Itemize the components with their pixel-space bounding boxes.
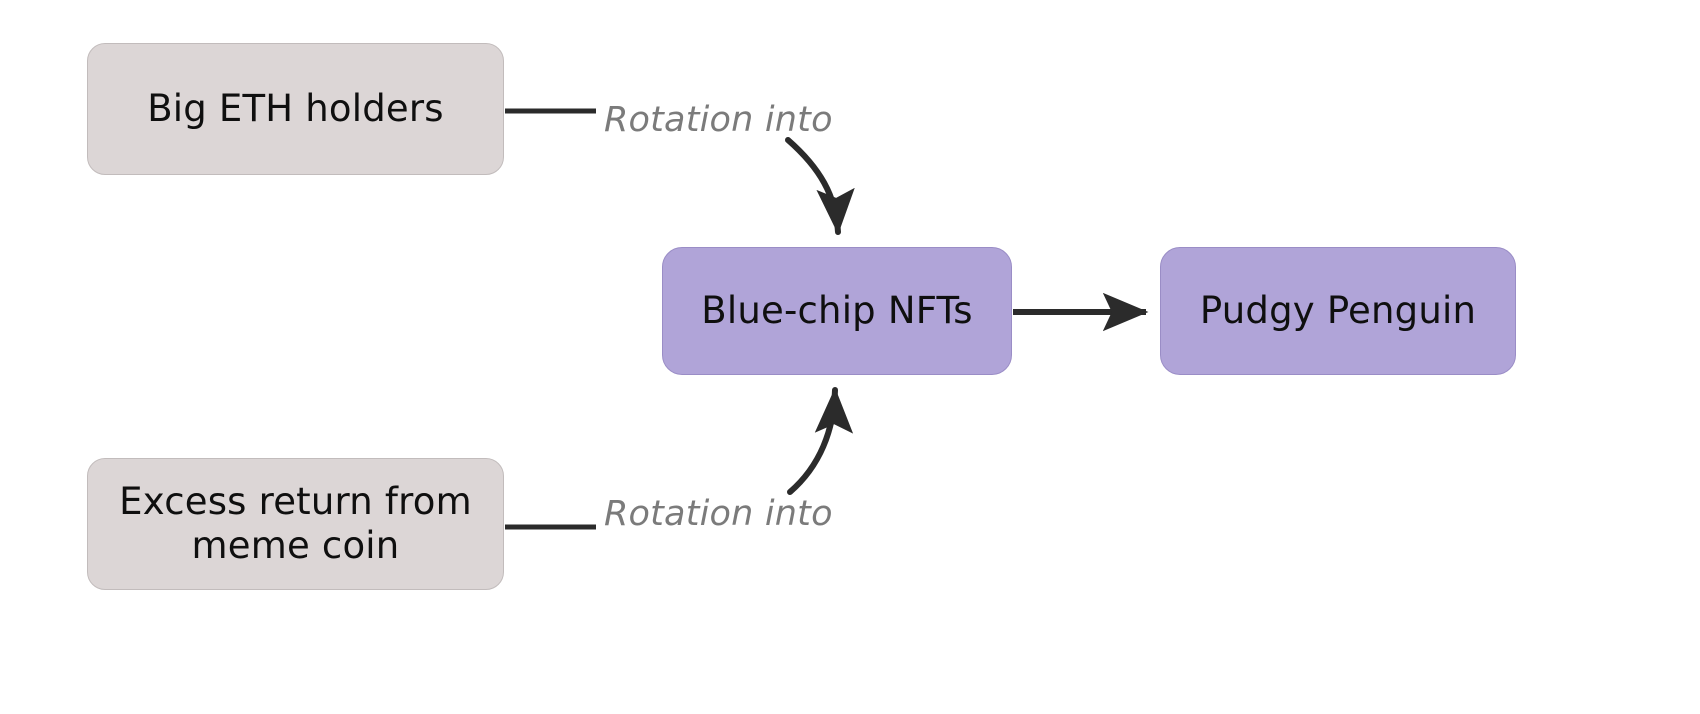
edge-eth-to-nfts-curve: [785, 137, 855, 235]
node-big-eth-holders[interactable]: Big ETH holders: [87, 43, 504, 175]
edge-meme-to-nfts-curve: [787, 387, 854, 495]
node-label-big-eth-holders: Big ETH holders: [147, 87, 444, 131]
edge-label-rotation-into-top: Rotation into: [604, 100, 833, 140]
node-excess-return-meme-coin[interactable]: Excess return from meme coin: [87, 458, 504, 590]
node-blue-chip-nfts[interactable]: Blue-chip NFTs: [662, 247, 1012, 375]
node-label-pudgy-penguin: Pudgy Penguin: [1199, 289, 1477, 333]
edge-label-rotation-into-bottom: Rotation into: [604, 494, 833, 534]
node-label-blue-chip-nfts: Blue-chip NFTs: [701, 289, 973, 333]
node-label-excess-return-meme-coin: Excess return from meme coin: [119, 480, 472, 567]
node-pudgy-penguin[interactable]: Pudgy Penguin: [1160, 247, 1516, 375]
